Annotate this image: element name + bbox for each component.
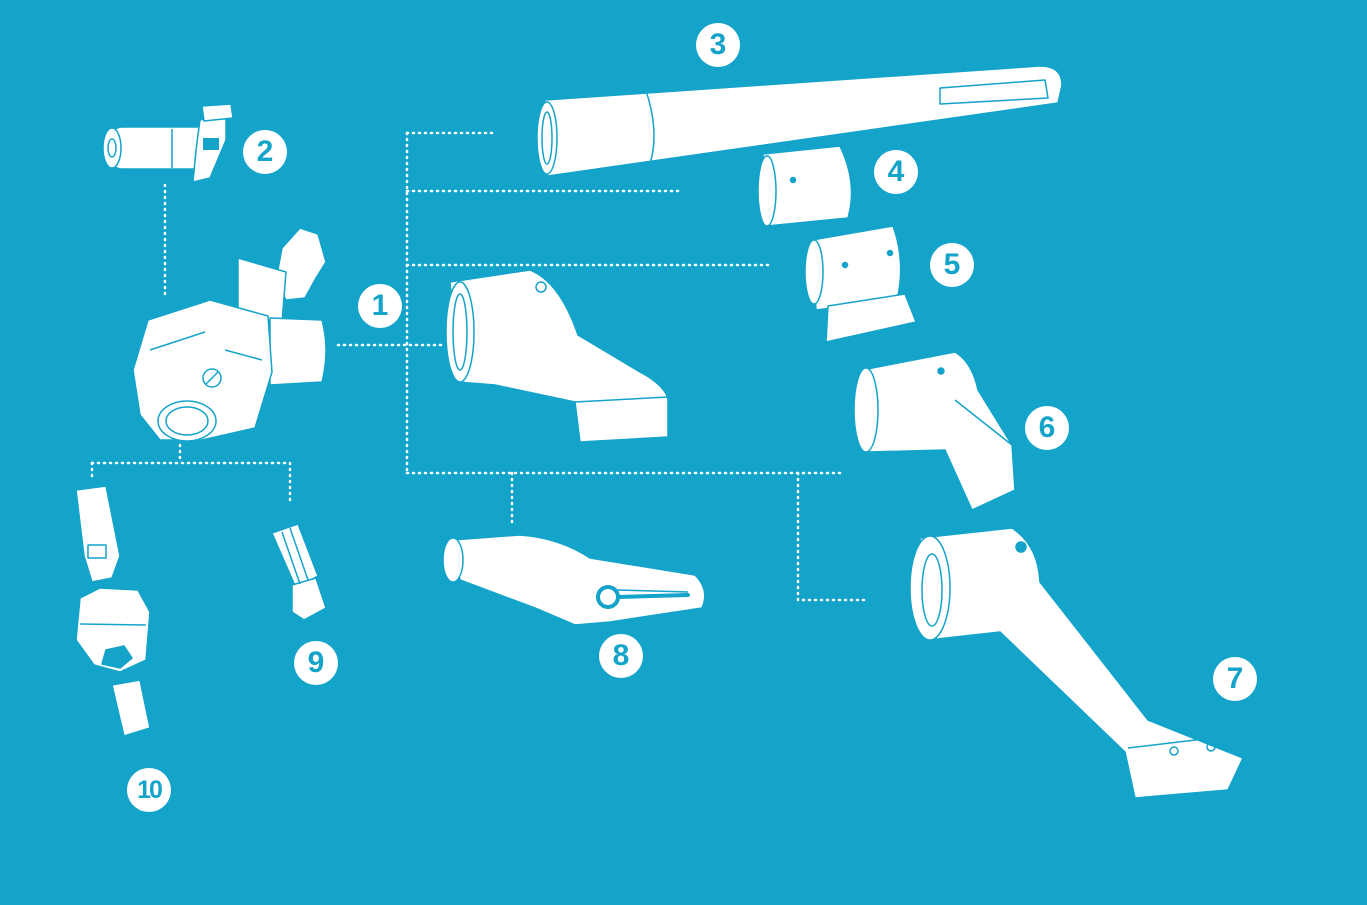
part-3-number-badge: 3 [696,23,740,67]
connector-to-part-7 [798,473,866,600]
slotted-reaction-arm-icon [446,270,668,442]
part-5-number-badge: 5 [930,243,974,287]
hydraulic-swivel-connector-icon [103,104,233,182]
part-1-number-badge: 1 [358,284,402,328]
part-6-number-badge: 6 [1025,406,1069,450]
part-7-number-badge: 7 [1213,657,1257,701]
long-reaction-foot-icon [910,528,1243,798]
part-2-number-badge: 2 [243,130,287,174]
slotted-reaction-arm-lower-icon [443,535,705,625]
reaction-sleeve-icon [758,146,852,226]
flat-foot-sleeve-icon [805,226,916,342]
offset-reaction-arm-icon [854,352,1015,510]
part-9-number-badge: 9 [294,641,338,685]
part-4-number-badge: 4 [874,150,918,194]
spline-drive-icon [272,524,326,620]
part-8-number-badge: 8 [599,634,643,678]
hex-socket-set-icon [76,486,150,736]
part-10-number-badge: 10 [127,768,171,812]
torque-wrench-head-icon [133,228,326,441]
